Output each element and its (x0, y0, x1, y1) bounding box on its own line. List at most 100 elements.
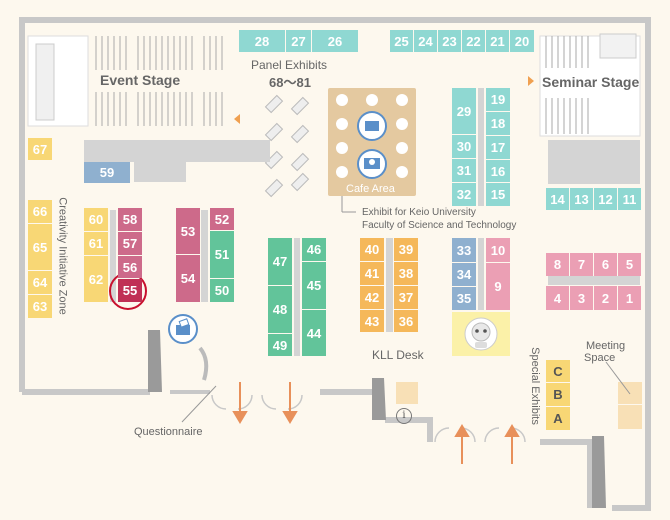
booth-9[interactable]: 9 (486, 263, 510, 310)
booth-21[interactable]: 21 (486, 30, 509, 52)
booth-8[interactable]: 8 (546, 253, 569, 276)
booth-C[interactable]: C (546, 360, 570, 382)
meeting-space-label-1: Meeting (586, 340, 626, 352)
booth-63[interactable]: 63 (28, 295, 52, 318)
creativity-zone-label: Creativity Initiative Zone (56, 197, 69, 315)
booth-34[interactable]: 34 (452, 263, 476, 286)
wall-block (548, 140, 640, 184)
divider (548, 276, 640, 285)
meeting-space-label-2: Space (584, 352, 616, 364)
booth-42[interactable]: 42 (360, 286, 384, 309)
booth-12[interactable]: 12 (594, 188, 617, 210)
questionnaire-label: Questionnaire (134, 426, 203, 438)
divider (478, 88, 484, 206)
booth-64[interactable]: 64 (28, 271, 52, 294)
booth-65[interactable]: 65 (28, 224, 52, 270)
wall-block (134, 162, 186, 182)
kll-desk[interactable] (396, 382, 418, 404)
booth-10[interactable]: 10 (486, 238, 510, 262)
booth-3[interactable]: 3 (570, 286, 593, 310)
panel-exhibits-range: 68〜81 (269, 75, 311, 90)
divider (201, 210, 208, 302)
booth-56[interactable]: 56 (118, 256, 142, 278)
meeting-pointer-lines (605, 361, 631, 395)
booth-31[interactable]: 31 (452, 159, 476, 182)
booth-11[interactable]: 11 (618, 188, 641, 210)
booth-5[interactable]: 5 (618, 253, 641, 276)
wall-block (84, 140, 270, 162)
booth-4[interactable]: 4 (546, 286, 569, 310)
booth-7[interactable]: 7 (570, 253, 593, 276)
booth-40[interactable]: 40 (360, 238, 384, 261)
booth-16[interactable]: 16 (486, 160, 510, 182)
booth-54[interactable]: 54 (176, 255, 200, 302)
booth-41[interactable]: 41 (360, 262, 384, 285)
booth-30[interactable]: 30 (452, 135, 476, 158)
booth-22[interactable]: 22 (462, 30, 485, 52)
robot-icon (464, 317, 498, 351)
booth-37[interactable]: 37 (394, 286, 418, 309)
booth-51[interactable]: 51 (210, 231, 234, 278)
booth-17[interactable]: 17 (486, 136, 510, 159)
booth-27[interactable]: 27 (286, 30, 311, 52)
booth-53[interactable]: 53 (176, 208, 200, 254)
booth-24[interactable]: 24 (414, 30, 437, 52)
booth-14[interactable]: 14 (546, 188, 569, 210)
panel-exhibits-label: Panel Exhibits (251, 58, 328, 72)
booth-38[interactable]: 38 (394, 262, 418, 285)
booth-58[interactable]: 58 (118, 208, 142, 231)
booth-25[interactable]: 25 (390, 30, 413, 52)
booth-47[interactable]: 47 (268, 238, 292, 285)
booth-B[interactable]: B (546, 383, 570, 406)
booth-67[interactable]: 67 (28, 138, 52, 160)
booth-49[interactable]: 49 (268, 334, 292, 356)
booth-50[interactable]: 50 (210, 279, 234, 302)
meeting-space-block[interactable] (618, 382, 642, 404)
booth-23[interactable]: 23 (438, 30, 461, 52)
booth-60[interactable]: 60 (84, 208, 108, 231)
booth-36[interactable]: 36 (394, 310, 418, 332)
booth-20[interactable]: 20 (510, 30, 534, 52)
booth-18[interactable]: 18 (486, 112, 510, 135)
booth-57[interactable]: 57 (118, 232, 142, 255)
booth-26[interactable]: 26 (312, 30, 358, 52)
booth-44[interactable]: 44 (302, 310, 326, 356)
booth-32[interactable]: 32 (452, 183, 476, 206)
info-icon[interactable]: i (396, 408, 412, 424)
booth-46[interactable]: 46 (302, 238, 326, 261)
meeting-space-block[interactable] (618, 405, 642, 429)
booth-59[interactable]: 59 (84, 162, 130, 183)
booth-55[interactable]: 55 (118, 279, 142, 302)
booth-48[interactable]: 48 (268, 286, 292, 333)
keio-exhibit-label-line1: Exhibit for Keio University (362, 207, 476, 218)
questionnaire-icon[interactable] (168, 314, 198, 344)
divider (478, 238, 484, 310)
seminar-stage-label: Seminar Stage (542, 74, 640, 90)
booth-28[interactable]: 28 (239, 30, 285, 52)
booth-29[interactable]: 29 (452, 88, 476, 134)
cafe-area-label: Cafe Area (346, 183, 395, 195)
booth-2[interactable]: 2 (594, 286, 617, 310)
booth-15[interactable]: 15 (486, 183, 510, 206)
booth-45[interactable]: 45 (302, 262, 326, 309)
booth-66[interactable]: 66 (28, 200, 52, 223)
divider (110, 210, 116, 302)
booth-35[interactable]: 35 (452, 287, 476, 310)
booth-1[interactable]: 1 (618, 286, 641, 310)
booth-19[interactable]: 19 (486, 88, 510, 111)
booth-61[interactable]: 61 (84, 232, 108, 255)
booth-39[interactable]: 39 (394, 238, 418, 261)
booth-6[interactable]: 6 (594, 253, 617, 276)
booth-52[interactable]: 52 (210, 208, 234, 230)
divider (294, 238, 300, 356)
booth-13[interactable]: 13 (570, 188, 593, 210)
booth-33[interactable]: 33 (452, 238, 476, 262)
booth-A[interactable]: A (546, 407, 570, 430)
divider (386, 238, 393, 332)
booth-62[interactable]: 62 (84, 256, 108, 302)
booth-43[interactable]: 43 (360, 310, 384, 332)
event-stage-label: Event Stage (100, 72, 181, 88)
